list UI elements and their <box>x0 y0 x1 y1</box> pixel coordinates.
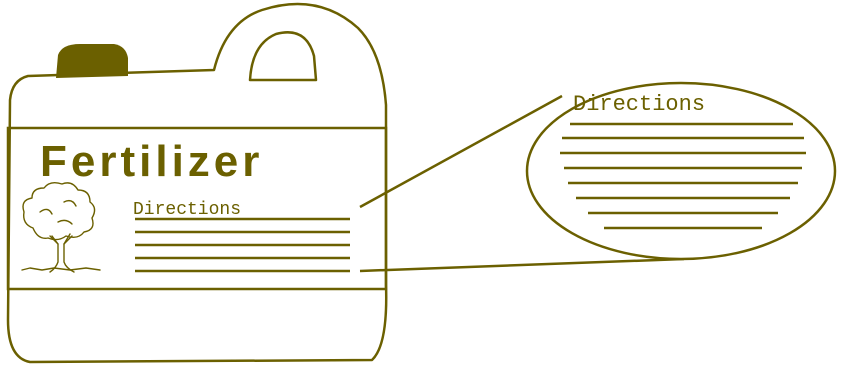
container-label: Fertilizer Directions <box>8 128 386 289</box>
label-directions-heading: Directions <box>133 200 241 220</box>
container-handle-opening <box>250 32 316 80</box>
magnified-directions-heading: Directions <box>573 92 705 117</box>
container-cap <box>56 44 128 78</box>
connector-bottom <box>360 259 684 271</box>
product-title: Fertilizer <box>40 137 263 186</box>
label-text-lines <box>135 219 350 271</box>
magnified-directions: Directions <box>527 83 835 259</box>
tree-icon <box>22 183 100 272</box>
